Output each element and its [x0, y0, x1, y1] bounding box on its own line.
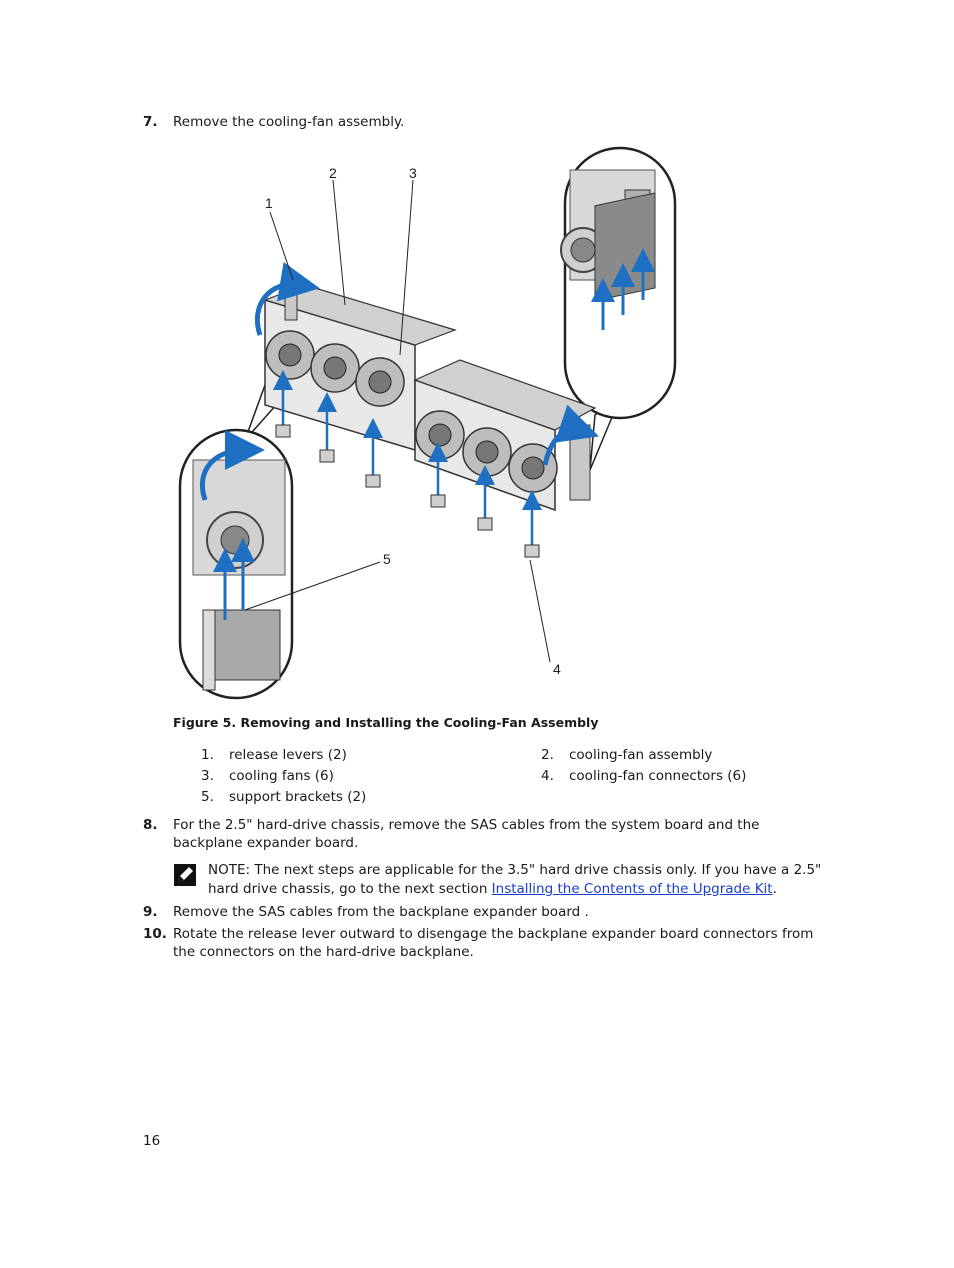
- step-8-number: 8.: [143, 817, 158, 833]
- step-7-text: Remove the cooling-fan assembly.: [173, 114, 405, 130]
- callout-2: 2: [329, 165, 337, 181]
- note-text: The next steps are applicable for the 3.…: [208, 862, 822, 897]
- figure-caption: Figure 5. Removing and Installing the Co…: [173, 715, 599, 730]
- step-7-number: 7.: [143, 114, 158, 130]
- callout-3: 3: [409, 165, 417, 181]
- legend-item: 2.cooling-fan assembly: [541, 747, 713, 763]
- legend-item: 1.release levers (2): [201, 747, 347, 763]
- note: NOTE: The next steps are applicable for …: [208, 861, 838, 899]
- cooling-fan-figure: 1 2 3 4 5: [175, 140, 685, 705]
- callout-leaders: [244, 179, 551, 663]
- step-9-text: Remove the SAS cables from the backplane…: [173, 904, 589, 920]
- callout-1: 1: [265, 195, 273, 211]
- upgrade-kit-link[interactable]: Installing the Contents of the Upgrade K…: [491, 881, 773, 897]
- callout-5: 5: [383, 551, 391, 567]
- note-label: NOTE:: [208, 862, 251, 878]
- step-8-text: For the 2.5" hard-drive chassis, remove …: [173, 817, 760, 851]
- legend-item: 5.support brackets (2): [201, 789, 367, 805]
- step-10-text: Rotate the release lever outward to dise…: [173, 926, 814, 960]
- step-10-number: 10.: [143, 926, 167, 942]
- fan-connectors: [273, 370, 542, 558]
- note-pencil-icon: [174, 864, 196, 886]
- legend-item: 3.cooling fans (6): [201, 768, 334, 784]
- legend-item: 4.cooling-fan connectors (6): [541, 768, 747, 784]
- zoom-detail-top-right: [560, 146, 677, 471]
- fan-assembly: [254, 261, 599, 512]
- zoom-detail-bottom-left: [178, 383, 294, 700]
- page-number: 16: [143, 1133, 161, 1149]
- note-period: .: [772, 881, 777, 897]
- callout-4: 4: [553, 661, 561, 677]
- step-9-number: 9.: [143, 904, 158, 920]
